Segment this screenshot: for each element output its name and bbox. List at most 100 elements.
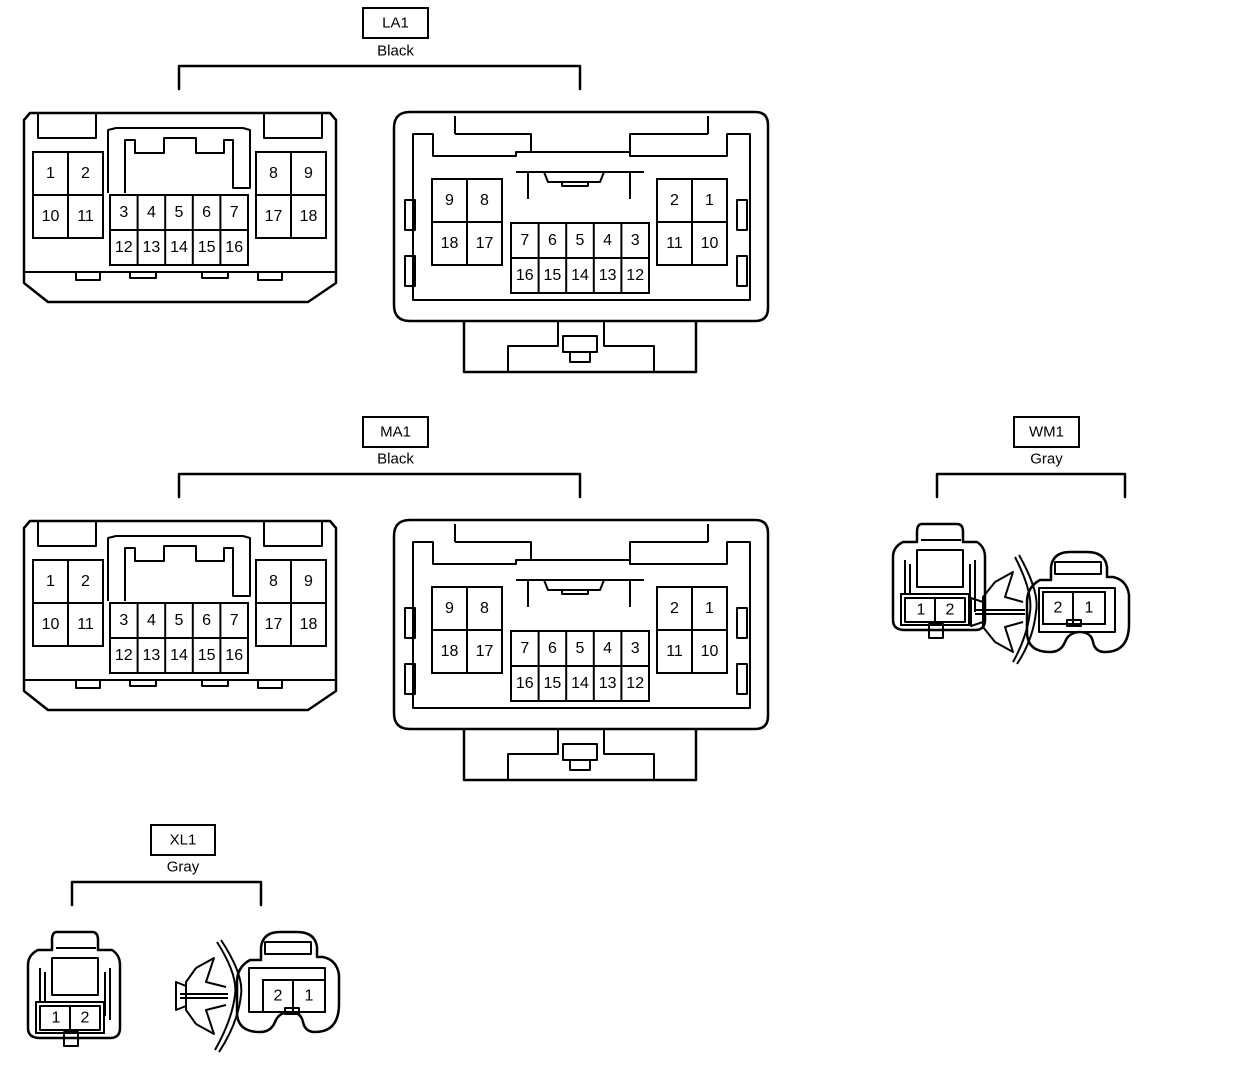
pin-label: 9	[445, 192, 454, 209]
pin-label: 2	[670, 600, 679, 617]
pin-label: 2	[81, 165, 90, 182]
connector-xl1: XL1 Gray 1 2	[26, 824, 341, 1053]
pin-label: 2	[670, 192, 679, 209]
pin-label: 18	[300, 616, 318, 633]
pin-block-left: 1 2 10 11	[32, 151, 104, 239]
pin-label: 14	[170, 647, 188, 664]
pin-label: 8	[480, 600, 489, 617]
pin-label: 5	[175, 204, 184, 221]
pin-block-right: 8 9 17 18	[255, 151, 327, 239]
pin-label: 13	[143, 647, 161, 664]
pin-label: 18	[441, 235, 459, 252]
pairing-bracket	[177, 64, 582, 91]
pin-label: 14	[170, 239, 188, 256]
pin-label: 11	[666, 235, 683, 252]
pin-label: 9	[445, 600, 454, 617]
connector-id-label: WM1	[1029, 424, 1064, 441]
connector-color-label: Gray	[1030, 451, 1063, 468]
pin-label: 3	[631, 640, 640, 657]
pin-label: 10	[42, 616, 60, 633]
female-connector-face: 1 2 10 11 3 4 5 6 7 12	[22, 519, 338, 712]
pin-label: 1	[917, 602, 926, 619]
pin-label: 9	[304, 573, 313, 590]
pin-label: 8	[269, 573, 278, 590]
pin-label: 16	[225, 239, 243, 256]
pin-label: 10	[701, 643, 719, 660]
pairing-bracket	[70, 880, 263, 907]
male-connector-face: 9 8 18 17 7 6 5 4 3 16 15 14 13	[392, 110, 770, 374]
connector-id-label: MA1	[380, 424, 411, 441]
connector-id-box	[362, 416, 429, 448]
pin-block-right: 2 1 11 10	[656, 178, 728, 266]
pin-label: 16	[516, 267, 534, 284]
female-connector-face: 1 2	[26, 930, 122, 1047]
pin-block-center: 3 4 5 6 7 12 13 14 15 16	[109, 602, 249, 674]
pairing-bracket	[177, 472, 582, 499]
pin-block-left: 1 2 10 11	[32, 559, 104, 647]
connector-ma1: MA1 Black 1 2 10 11	[22, 416, 770, 782]
pin-label: 5	[576, 232, 585, 249]
pin-label: 2	[1054, 600, 1063, 617]
pin-label: 16	[516, 675, 534, 692]
connector-color-label: Black	[377, 451, 414, 468]
pin-label: 7	[230, 612, 239, 629]
pin-label: 11	[666, 643, 683, 660]
pin-label: 2	[81, 573, 90, 590]
pin-block-center: 7 6 5 4 3 16 15 14 13 12	[510, 222, 650, 294]
pin-label: 16	[225, 647, 243, 664]
pin-label: 14	[571, 675, 589, 692]
pin-label: 15	[544, 267, 562, 284]
pin-label: 17	[265, 616, 283, 633]
connector-id-label: LA1	[382, 15, 409, 32]
pin-label: 8	[480, 192, 489, 209]
pin-block-center: 7 6 5 4 3 16 15 14 13 12	[510, 630, 650, 702]
pin-label: 12	[626, 267, 644, 284]
pin-label: 1	[1085, 600, 1094, 617]
pin-label: 13	[599, 267, 617, 284]
pin-label: 2	[81, 1010, 90, 1027]
pin-label: 15	[198, 239, 216, 256]
pin-label: 11	[77, 616, 94, 633]
pin-label: 12	[115, 647, 133, 664]
female-connector-face: 1 2 10 11 3 4 5 6 7 12 13 14 15	[22, 111, 338, 304]
male-connector-face: 2 1	[970, 550, 1131, 665]
pin-label: 4	[603, 640, 612, 657]
pin-label: 10	[42, 208, 60, 225]
pin-label: 4	[603, 232, 612, 249]
connector-id-box	[1013, 416, 1080, 448]
connector-wm1: WM1 Gray 1 2	[891, 416, 1131, 665]
pin-label: 17	[476, 235, 494, 252]
pin-label: 6	[548, 640, 557, 657]
pin-label: 13	[143, 239, 161, 256]
pin-label: 3	[631, 232, 640, 249]
pin-label: 2	[946, 602, 955, 619]
male-connector-face: 9 8 18 17 7 6 5 4 3 16	[392, 518, 770, 782]
pin-label: 7	[230, 204, 239, 221]
pin-label: 4	[147, 204, 156, 221]
pin-label: 15	[544, 675, 562, 692]
pin-label: 13	[599, 675, 617, 692]
pin-label: 18	[300, 208, 318, 225]
pin-label: 14	[571, 267, 589, 284]
pin-label: 4	[147, 612, 156, 629]
pin-block-center: 3 4 5 6 7 12 13 14 15 16	[109, 194, 249, 266]
pin-label: 12	[115, 239, 133, 256]
pin-label: 3	[119, 612, 128, 629]
male-connector-face: 2 1	[175, 930, 341, 1053]
pin-label: 3	[119, 204, 128, 221]
connector-color-label: Black	[377, 43, 414, 60]
pin-label: 6	[548, 232, 557, 249]
female-connector-face: 1 2	[891, 522, 987, 639]
pin-label: 6	[202, 612, 211, 629]
connector-la1: LA1 Black 1 2 10 11	[22, 7, 770, 374]
connector-id-box	[150, 824, 216, 856]
pin-label: 7	[520, 232, 529, 249]
pin-label: 5	[175, 612, 184, 629]
pin-label: 9	[304, 165, 313, 182]
pin-label: 2	[274, 988, 283, 1005]
pin-label: 10	[701, 235, 719, 252]
pin-block-left: 9 8 18 17	[431, 586, 503, 674]
connector-id-label: XL1	[170, 832, 197, 849]
pin-label: 5	[576, 640, 585, 657]
